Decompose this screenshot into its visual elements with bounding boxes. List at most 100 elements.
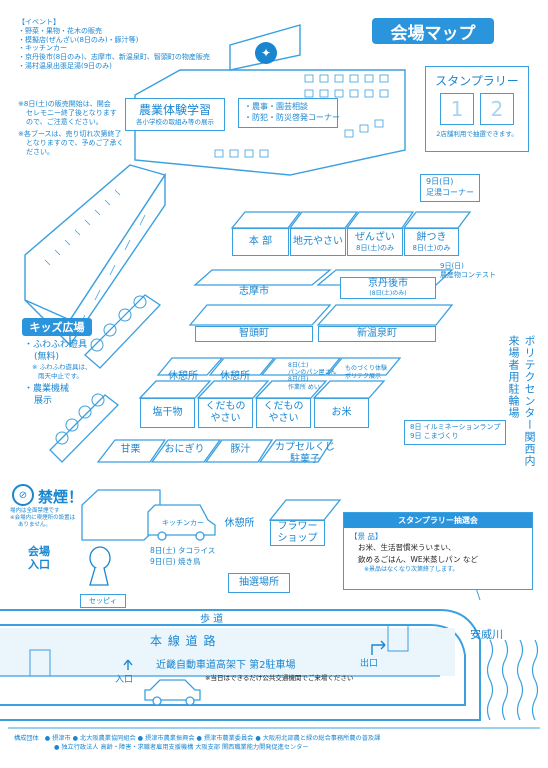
event-item: ・野菜・果物・花木の販売 bbox=[18, 26, 102, 35]
consultation-line: ・農事・園芸相談 bbox=[244, 102, 308, 111]
agri-experience-callout: 農業体験学習 各小学校の取組み等の展示 bbox=[125, 98, 225, 131]
booth-label: ぜんざい bbox=[355, 231, 395, 243]
main-road-label: 本 線 道 路 bbox=[150, 634, 217, 648]
note-line: 9日 こまづくり bbox=[410, 432, 459, 441]
booth-label: 本 部 bbox=[248, 236, 273, 247]
stamp-slot-1: 1 bbox=[440, 93, 474, 125]
lottery-callout: スタンプラリー抽選会 【景 品】 お米、生活習慣米ういまい、 飲めるごはん、WE… bbox=[343, 512, 533, 590]
river-label: 安威川 bbox=[470, 628, 503, 641]
booth-label: フラワー bbox=[277, 521, 318, 532]
organizers-label: 構成団体 bbox=[14, 735, 39, 742]
kitchen-car-label: キッチンカー bbox=[162, 518, 204, 529]
booth-label: 休憩所 bbox=[168, 371, 198, 382]
parking-note: ※当日はできるだけ公共交通機関でご来場ください bbox=[205, 674, 354, 682]
booth-shinonsen: 新温泉町 bbox=[318, 326, 436, 342]
booth-label: 塩干物 bbox=[152, 407, 183, 418]
booth-sub: ショップ bbox=[277, 533, 318, 544]
contest-date: 9日(日) bbox=[440, 262, 464, 270]
lottery-place: 抽選場所 bbox=[228, 573, 290, 593]
note-line: となりますので、予めご了承く bbox=[26, 139, 124, 147]
note-line: 作業所 めい bbox=[288, 383, 320, 391]
kids-note: 雨天中止です。 bbox=[38, 371, 83, 380]
note-line: パンのパン屋さん bbox=[288, 369, 337, 377]
note-line: ありません。 bbox=[18, 522, 51, 529]
booth-sub: やさい bbox=[268, 413, 299, 424]
booth-rest-2: 休憩所 bbox=[210, 368, 260, 386]
no-smoking-note: 場内は全面禁煙です ※会場内に喫煙所の設置は ありません。 bbox=[10, 508, 75, 529]
stamp-slot-2: 2 bbox=[480, 93, 514, 125]
note-line: 8日 イルミネーションランプ bbox=[410, 423, 501, 431]
entrance-line: 会場 bbox=[28, 545, 50, 558]
note-line: ので、ご注意ください。 bbox=[26, 117, 103, 126]
stamp-rally-title: スタンプラリー bbox=[435, 74, 519, 88]
no-smoking-title: 禁煙！ bbox=[38, 488, 84, 506]
bakery-note: 8日(土) パンのパン屋さん 8日(日) 作業所 めい bbox=[288, 362, 337, 391]
school-emblem-icon: ✦ bbox=[255, 42, 277, 64]
booth-label: 甘栗 bbox=[120, 444, 141, 455]
note-line: 場内は全面禁煙です bbox=[10, 508, 60, 514]
bicycle-parking-label: ポリテクセンター関西内 来場者用駐輪場 bbox=[507, 335, 536, 467]
note-line: 8日(土) bbox=[288, 362, 309, 369]
note-line: 8日(土) タコライス bbox=[150, 546, 216, 555]
kids-area-info: ・ふわふわ遊具 (無料) ※ ふわふわ遊具は、 雨天中止です。 ・農業機械 展示 bbox=[24, 340, 92, 408]
event-item: ・湯村温泉出張足湯(9日のみ) bbox=[18, 61, 112, 70]
booth-label: カプセルくじ bbox=[275, 442, 335, 453]
note-line: セレモニー終了後となります bbox=[26, 108, 117, 117]
events-notes: ※8日(土)の販売開始は、開会 セレモニー終了後となります ので、ご注意ください… bbox=[18, 100, 124, 157]
booth-tonjiru: 豚汁 bbox=[218, 440, 263, 460]
kitchen-car-dates: 8日(土) タコライス 9日(日) 焼き鳥 bbox=[150, 546, 215, 567]
booth-label: お米 bbox=[331, 407, 352, 418]
agri-experience-sub: 各小学校の取組み等の展示 bbox=[136, 118, 214, 127]
footbath-callout: 9日(日) 足湯コーナー bbox=[420, 174, 480, 202]
booth-headquarters: 本 部 bbox=[232, 228, 289, 256]
parking-exit-label: 出口 bbox=[360, 659, 379, 669]
booth-chizu: 智頭町 bbox=[195, 326, 313, 342]
note-line: ※会場内に喫煙所の設置は bbox=[10, 515, 76, 522]
note-line: ポリテク展示 bbox=[345, 372, 382, 380]
event-item: ・キッチンカー bbox=[18, 44, 67, 53]
note-line: 9日(日) 焼き鳥 bbox=[150, 556, 201, 566]
booth-label: 志摩市 bbox=[239, 286, 269, 297]
note-line: ものづくり体験 bbox=[345, 365, 388, 372]
footbath-date: 9日(日) bbox=[426, 177, 454, 186]
entrance-line: 入口 bbox=[28, 558, 50, 572]
booth-amaguri: 甘栗 bbox=[108, 440, 153, 460]
booth-label: 新温泉町 bbox=[357, 328, 397, 339]
kids-item: ・ふわふわ遊具 bbox=[24, 340, 88, 350]
stamp-rally-card: スタンプラリー 1 2 2店舗利用で抽選できます。 bbox=[425, 66, 529, 152]
booth-label: キッチンカー bbox=[162, 519, 204, 528]
booth-label: くだもの bbox=[263, 401, 304, 412]
organizers-line: ● 摂津市 ● 北大阪農業協同組合 ● 摂津市農業振興会 ● 摂津市農業委員会 … bbox=[44, 735, 381, 742]
booth-label: 智頭町 bbox=[239, 328, 269, 339]
no-smoking-icon: ⊘ bbox=[12, 484, 34, 506]
booth-onigiri: おにぎり bbox=[162, 440, 207, 460]
booth-capsule: カプセルくじ駐菓子 bbox=[275, 440, 335, 468]
booth-label: 餅つき bbox=[416, 231, 447, 243]
note-line: ださい。 bbox=[26, 147, 54, 156]
lottery-title: スタンプラリー抽選会 bbox=[344, 513, 532, 528]
monozukuri-note: ものづくり体験 ポリテク展示 bbox=[345, 365, 387, 381]
organizers: 構成団体 ● 摂津市 ● 北大阪農業協同組合 ● 摂津市農業振興会 ● 摂津市農業… bbox=[14, 734, 380, 753]
booth-sub: 8日(土)のみ bbox=[356, 243, 394, 252]
consultation-line: ・防犯・防災啓発コーナー bbox=[244, 112, 340, 122]
consultation-callout: ・農事・園芸相談 ・防犯・防災啓発コーナー bbox=[238, 98, 340, 128]
kids-item: ・農業機械 bbox=[24, 384, 70, 395]
booth-label: 豚汁 bbox=[230, 444, 251, 455]
booth-sub: やさい bbox=[210, 413, 241, 424]
booth-rest-3: 休憩所 bbox=[212, 515, 267, 533]
note-line: 8日(日) bbox=[288, 376, 309, 384]
booth-kyotango: 京丹後市(8日(土)のみ) bbox=[340, 277, 436, 299]
booth-label: 休憩所 bbox=[224, 518, 255, 529]
booth-shima: 志摩市 bbox=[195, 285, 313, 299]
organizers-line: ● 独立行政法人 高齢・障害・求職者雇用支援機構 大阪支部 関西職業能力開発促進… bbox=[54, 744, 309, 752]
booth-rest-1: 休憩所 bbox=[158, 368, 208, 386]
lottery-prize: お米、生活習慣米ういまい、 bbox=[358, 543, 456, 553]
kids-item-sub: 展示 bbox=[34, 395, 53, 406]
booth-sub: 駐菓子 bbox=[290, 454, 320, 465]
agri-experience-title: 農業体験学習 bbox=[138, 103, 211, 117]
illumination-callout: 8日 イルミネーションランプ 9日 こまづくり bbox=[404, 420, 507, 445]
map-title: 会場マップ bbox=[372, 18, 494, 44]
booth-sub: 8日(土)のみ bbox=[412, 243, 451, 252]
